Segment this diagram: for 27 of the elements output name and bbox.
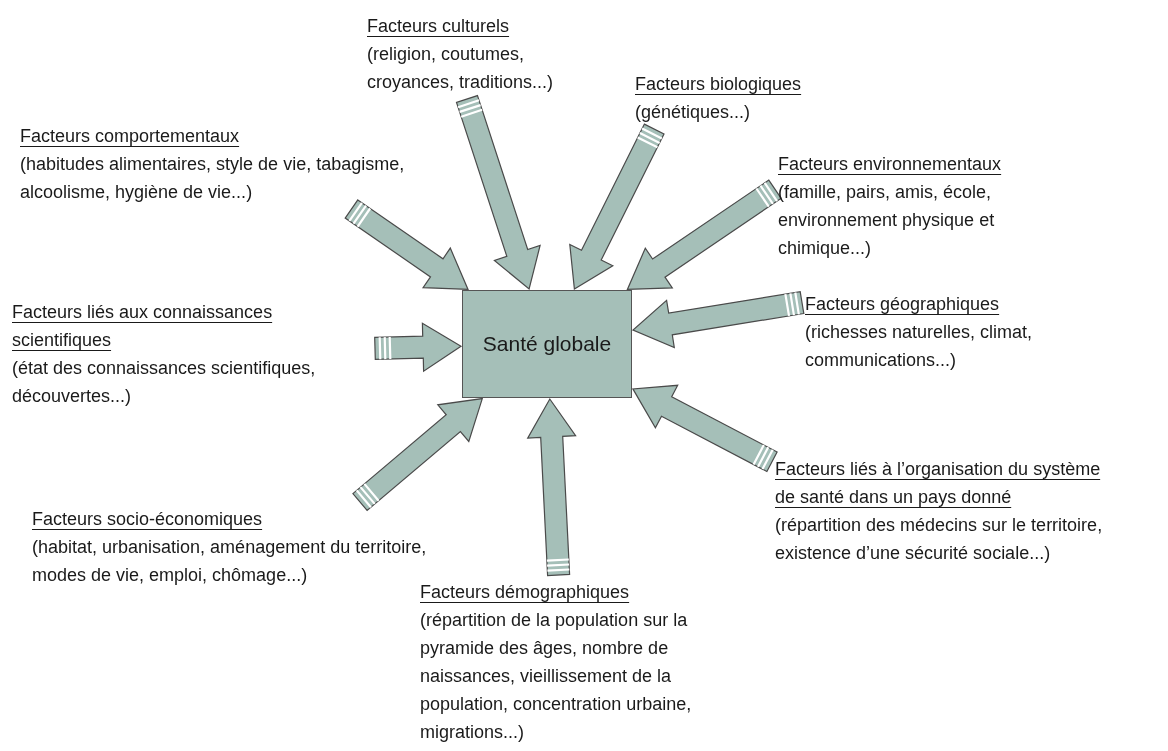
block-arrow: [631, 291, 805, 349]
factor-description: (famille, pairs, amis, école, environnement physique et chimique...): [778, 181, 996, 260]
block-arrow: [455, 94, 541, 291]
factor-heading: Facteurs comportementaux: [20, 125, 241, 148]
factor-heading: Facteurs biologiques: [635, 73, 803, 96]
factor-heading: Facteurs géographiques: [805, 293, 1001, 316]
block-arrow: [526, 397, 577, 577]
factor-description: (état des connaissances scientifiques, découvertes...): [12, 357, 317, 408]
factor-description: (habitudes alimentaires, style de vie, tabagisme, alcoolisme, hygiène de vie...): [20, 153, 406, 204]
factor-description: (génétiques...): [635, 101, 752, 124]
central-box: [462, 290, 632, 398]
box-label: Santé globale: [481, 331, 613, 357]
factor-description: (répartition de la population sur la pyramide des âges, nombre de naissances, vieillissement de la population, concentration urbaine, migrations...): [420, 609, 693, 744]
factor-heading: Facteurs socio-économiques: [32, 508, 264, 531]
block-arrow: [352, 397, 484, 512]
factor-heading: Facteurs liés à l’organisation du système de santé dans un pays donné: [775, 458, 1102, 509]
block-arrow: [626, 179, 783, 291]
factor-description: (répartition des médecins sur le territoire, existence d’une sécurité sociale...): [775, 514, 1104, 565]
factor-description: (richesses naturelles, climat, communications...): [805, 321, 1034, 372]
block-arrow: [631, 384, 778, 473]
factor-description: (religion, coutumes, croyances, traditions...): [367, 43, 555, 94]
factor-heading: Facteurs culturels: [367, 15, 511, 38]
factor-heading: Facteurs environnementaux: [778, 153, 1003, 176]
block-arrow: [374, 322, 463, 373]
block-arrow: [569, 123, 665, 291]
block-arrow: [344, 199, 469, 291]
factor-heading: Facteurs liés aux connaissances scientifiques: [12, 301, 274, 352]
